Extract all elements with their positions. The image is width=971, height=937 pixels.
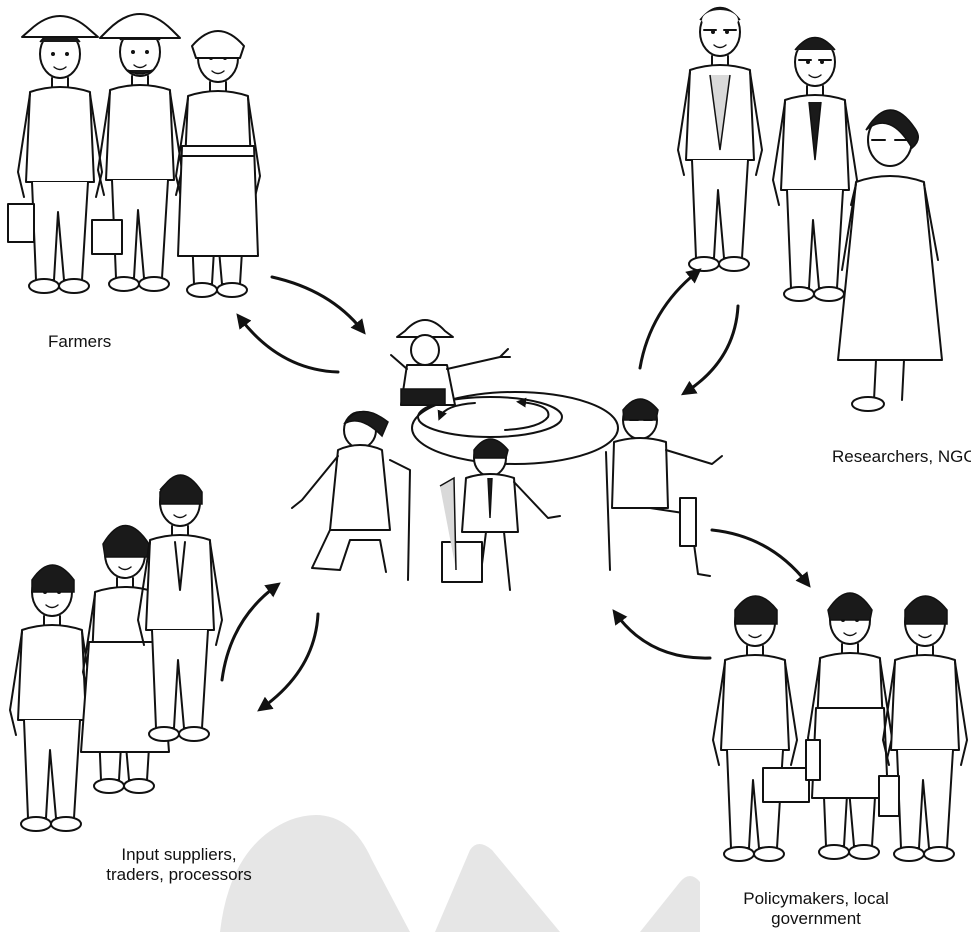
arrow-policymakers-to-center [612, 609, 712, 660]
input-suppliers-label-line1: Input suppliers, [121, 845, 237, 864]
arrow-researchers-to-center [680, 304, 740, 396]
farmers-group [7, 13, 261, 298]
input-suppliers-label-line2: traders, processors [106, 865, 252, 884]
input-suppliers-group [9, 474, 223, 832]
researchers-label: Researchers, NGOs [832, 447, 971, 466]
meeting-scene [291, 319, 723, 591]
input-suppliers-label: Input suppliers, traders, processors [84, 845, 274, 885]
arrow-input-to-center [220, 582, 281, 682]
arrow-center-to-farmers [236, 313, 340, 374]
policymakers-label-line2: government [771, 909, 861, 928]
arrow-center-to-policymakers [710, 528, 811, 588]
policymakers-group [712, 592, 968, 862]
arrow-farmers-to-center [270, 275, 366, 335]
arrow-center-to-input [257, 612, 320, 712]
policymakers-label-line1: Policymakers, local [743, 889, 889, 908]
farmers-label: Farmers [48, 332, 112, 351]
watermark [220, 815, 700, 932]
arrow-center-to-researchers [638, 268, 702, 370]
connection-arrows [220, 268, 811, 712]
policymakers-label: Policymakers, local government [716, 889, 916, 929]
researchers-group [677, 6, 943, 412]
